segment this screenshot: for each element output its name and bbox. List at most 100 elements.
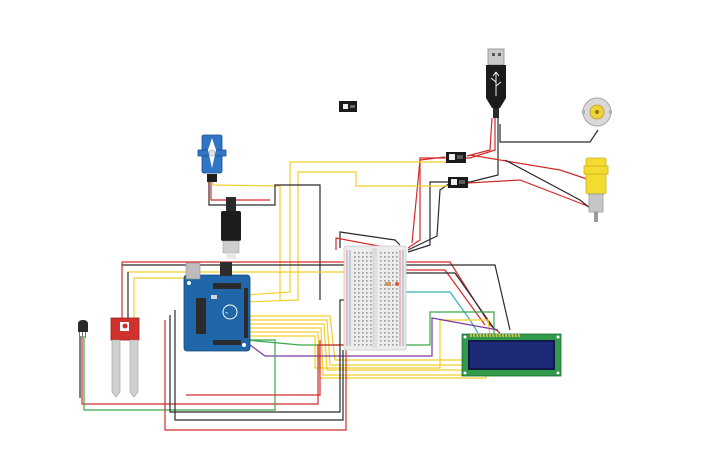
wire-lower-black-1 bbox=[169, 299, 345, 413]
breadboard-hole bbox=[392, 340, 394, 342]
breadboard-hole bbox=[370, 292, 372, 294]
breadboard-hole bbox=[396, 292, 398, 294]
breadboard-hole bbox=[362, 328, 364, 330]
relay-module-2[interactable] bbox=[448, 177, 468, 188]
breadboard-hole bbox=[380, 296, 382, 298]
breadboard-hole bbox=[388, 280, 390, 282]
breadboard-hole bbox=[358, 276, 360, 278]
breadboard-hole bbox=[362, 344, 364, 346]
breadboard-hole bbox=[384, 324, 386, 326]
breadboard-hole bbox=[392, 260, 394, 262]
breadboard-hole bbox=[392, 256, 394, 258]
soil-sensor-icon[interactable] bbox=[110, 317, 140, 398]
breadboard-hole bbox=[362, 312, 364, 314]
power-jack-icon[interactable] bbox=[221, 197, 241, 259]
wire-yellow-relay1 bbox=[245, 161, 446, 296]
microcontroller-icon[interactable]: ∞ bbox=[183, 262, 251, 352]
breadboard-hole bbox=[366, 316, 368, 318]
breadboard-hole bbox=[370, 280, 372, 282]
breadboard-hole bbox=[370, 272, 372, 274]
breadboard-hole bbox=[384, 332, 386, 334]
servo-icon[interactable] bbox=[197, 134, 227, 182]
breadboard-hole bbox=[380, 344, 382, 346]
breadboard-hole bbox=[380, 324, 382, 326]
breadboard-hole bbox=[370, 268, 372, 270]
breadboard-hole bbox=[354, 296, 356, 298]
breadboard-hole bbox=[380, 312, 382, 314]
relay-module-1[interactable] bbox=[446, 152, 466, 163]
wire-yellow-servo bbox=[212, 180, 281, 300]
breadboard-hole bbox=[392, 292, 394, 294]
breadboard-hole bbox=[384, 316, 386, 318]
breadboard-hole bbox=[396, 328, 398, 330]
breadboard-hole bbox=[358, 300, 360, 302]
breadboard-hole bbox=[354, 284, 356, 286]
wire-arduino-red-loop bbox=[186, 340, 321, 396]
wire-usb-red bbox=[407, 118, 496, 249]
breadboard-hole bbox=[354, 344, 356, 346]
breadboard-hole bbox=[366, 328, 368, 330]
breadboard-hole bbox=[370, 284, 372, 286]
breadboard-hole bbox=[380, 336, 382, 338]
breadboard-hole bbox=[354, 336, 356, 338]
lcd-header-pin bbox=[482, 334, 485, 337]
breadboard-hole bbox=[392, 288, 394, 290]
breadboard-hole bbox=[396, 288, 398, 290]
gear-motor-icon[interactable] bbox=[583, 157, 609, 222]
breadboard-hole bbox=[380, 272, 382, 274]
wire-lcd-black bbox=[405, 264, 511, 331]
wire-usb-red-2 bbox=[466, 117, 493, 157]
breadboard-hole bbox=[354, 264, 356, 266]
breadboard-hole bbox=[384, 308, 386, 310]
breadboard-hole bbox=[362, 288, 364, 290]
breadboard-hole bbox=[366, 308, 368, 310]
relay-icon[interactable] bbox=[339, 101, 357, 112]
breadboard-hole bbox=[358, 260, 360, 262]
breadboard-hole bbox=[354, 268, 356, 270]
breadboard-hole bbox=[358, 312, 360, 314]
breadboard-hole bbox=[380, 280, 382, 282]
breadboard-hole bbox=[358, 340, 360, 342]
breadboard-hole bbox=[362, 276, 364, 278]
breadboard-hole bbox=[388, 252, 390, 254]
breadboard-hole bbox=[396, 252, 398, 254]
breadboard-hole bbox=[358, 264, 360, 266]
lcd-display-icon[interactable] bbox=[461, 333, 562, 377]
breadboard-hole bbox=[366, 300, 368, 302]
breadboard-hole bbox=[362, 252, 364, 254]
dc-motor-icon[interactable] bbox=[582, 97, 612, 127]
breadboard-hole bbox=[380, 316, 382, 318]
breadboard-hole bbox=[396, 312, 398, 314]
wire-lower-red-1 bbox=[164, 320, 347, 431]
breadboard-hole bbox=[396, 276, 398, 278]
breadboard-hole bbox=[354, 292, 356, 294]
breadboard-hole bbox=[370, 344, 372, 346]
breadboard-hole bbox=[370, 324, 372, 326]
breadboard-icon[interactable] bbox=[343, 245, 407, 351]
breadboard-hole bbox=[384, 328, 386, 330]
breadboard-hole bbox=[380, 260, 382, 262]
breadboard-hole bbox=[380, 268, 382, 270]
breadboard-hole bbox=[396, 268, 398, 270]
breadboard-hole bbox=[354, 312, 356, 314]
breadboard-hole bbox=[388, 316, 390, 318]
breadboard-hole bbox=[392, 312, 394, 314]
breadboard-hole bbox=[370, 256, 372, 258]
breadboard-hole bbox=[392, 284, 394, 286]
breadboard-hole bbox=[358, 316, 360, 318]
breadboard-hole bbox=[358, 336, 360, 338]
breadboard-hole bbox=[366, 336, 368, 338]
usb-plug-icon[interactable] bbox=[486, 48, 506, 118]
breadboard-hole bbox=[384, 320, 386, 322]
breadboard-hole bbox=[366, 284, 368, 286]
breadboard-hole bbox=[358, 304, 360, 306]
breadboard-hole bbox=[354, 324, 356, 326]
breadboard-hole bbox=[392, 272, 394, 274]
breadboard-hole bbox=[370, 308, 372, 310]
breadboard-hole bbox=[392, 296, 394, 298]
breadboard-hole bbox=[384, 336, 386, 338]
breadboard-hole bbox=[366, 304, 368, 306]
temperature-sensor-icon[interactable] bbox=[78, 320, 88, 338]
breadboard-hole bbox=[392, 332, 394, 334]
